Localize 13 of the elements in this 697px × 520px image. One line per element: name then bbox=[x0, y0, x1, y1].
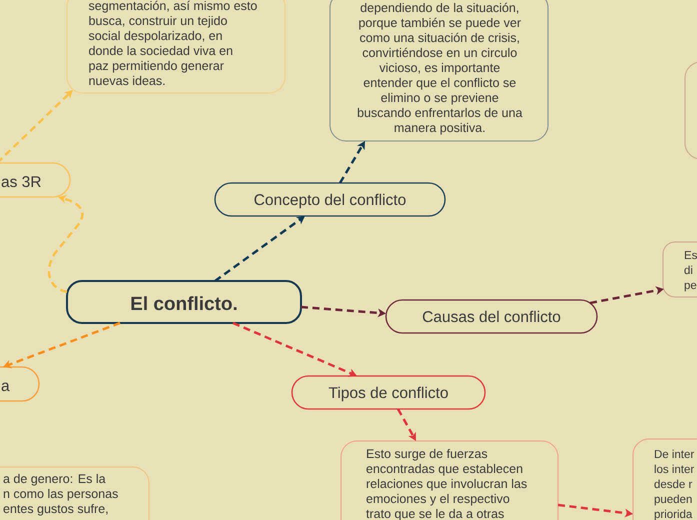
arrow bbox=[0, 90, 73, 164]
note-box: segmentación, así mismo esto busca, construir un tejido social despolarizado, en donde la sociedad viva en paz permitiendo generar nuevas ideas. bbox=[66, 0, 286, 94]
topic-box: as 3R bbox=[0, 162, 71, 198]
main-topic-box: El conflicto. bbox=[66, 280, 302, 324]
note-box bbox=[684, 62, 697, 160]
note-box: dependiendo de la situación, porque también se puede ver como una situación de crisis, convirtiéndose en un circulo vicioso, es importante entender que el conflicto se elimino o se previene buscando enfrentarlos de una manera positiva. bbox=[330, 0, 548, 142]
topic-box: Tipos de conflicto bbox=[291, 375, 486, 410]
topic-box: Concepto del conflicto bbox=[214, 182, 446, 217]
topic-box: a bbox=[0, 366, 40, 402]
note-box: Es di pe bbox=[662, 242, 697, 298]
note-box: De inter los inter desde r pueden priorida bbox=[632, 438, 697, 520]
note-box: a de genero: Es la n como las personas entes gustos sufre, bbox=[0, 466, 150, 520]
topic-box: Causas del conflicto bbox=[385, 299, 598, 334]
